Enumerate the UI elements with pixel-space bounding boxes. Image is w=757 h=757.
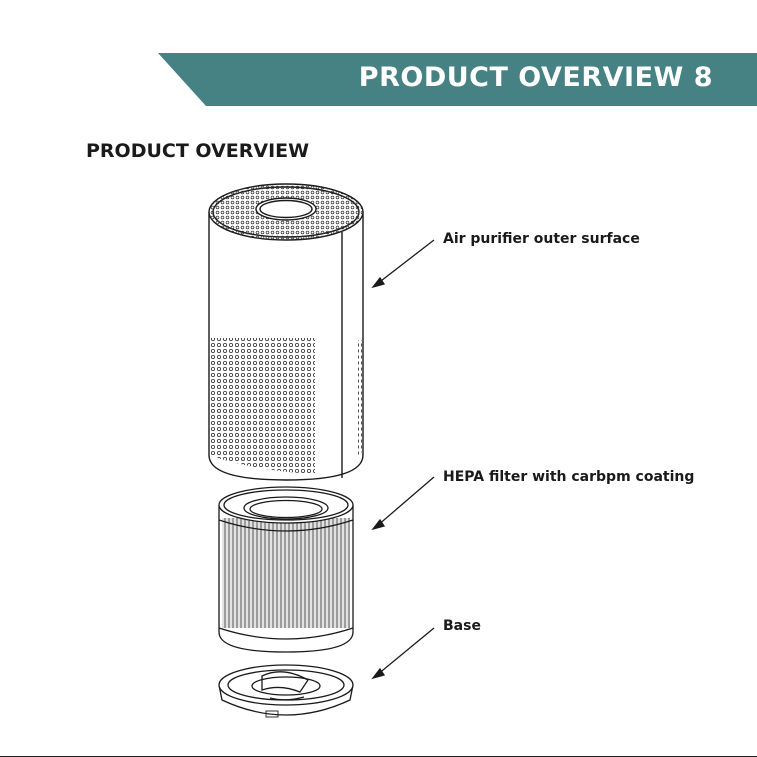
base-unit — [219, 665, 353, 717]
hepa-filter — [219, 487, 353, 652]
air-purifier-housing — [205, 180, 365, 480]
label-hepa-filter: HEPA filter with carbpm coating — [443, 469, 694, 485]
callout-arrows — [373, 240, 434, 678]
label-base: Base — [443, 618, 481, 634]
label-outer-surface: Air purifier outer surface — [443, 231, 640, 247]
